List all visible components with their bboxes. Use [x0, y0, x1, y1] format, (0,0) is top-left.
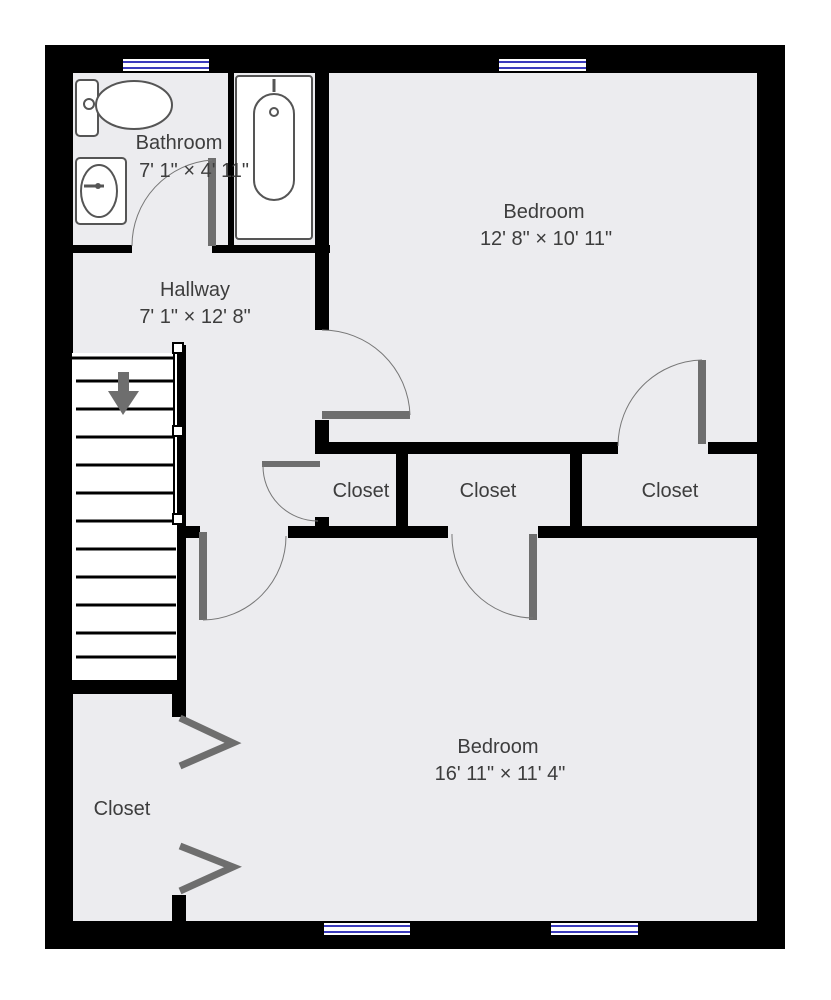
room-labels: Bathroom 7' 1" × 4' 11" Hallway 7' 1" × …: [94, 132, 699, 820]
door-closet-mid: [451, 533, 537, 620]
room-name-bedroom-top: Bedroom: [503, 201, 584, 223]
room-dims-hallway: 7' 1" × 12' 8": [139, 306, 250, 328]
bathtub-icon: [235, 75, 313, 240]
room-name-bathroom: Bathroom: [136, 132, 223, 154]
sink-icon: [75, 157, 127, 225]
door-bedroom-bottom: [199, 532, 287, 621]
room-name-closet-right: Closet: [642, 480, 699, 502]
room-name-closet-left: Closet: [94, 798, 151, 820]
room-name-hallway: Hallway: [160, 279, 230, 301]
door-closet-small: [262, 461, 320, 522]
staircase: [72, 342, 184, 680]
room-name-closet-mid: Closet: [460, 480, 517, 502]
windows: [123, 59, 638, 935]
room-name-bedroom-bottom: Bedroom: [457, 736, 538, 758]
door-closet-right: [617, 359, 706, 447]
room-dims-bedroom-bottom: 16' 11" × 11' 4": [435, 763, 566, 785]
window-bottom-left: [324, 923, 410, 935]
door-bedroom-top: [321, 329, 411, 419]
room-dims-bathroom: 7' 1" × 4' 11": [139, 160, 249, 182]
room-dims-bedroom-top: 12' 8" × 10' 11": [480, 228, 612, 250]
window-top-right: [499, 59, 586, 71]
window-bottom-right: [551, 923, 638, 935]
exterior-walls: [45, 45, 785, 949]
doors: [131, 158, 706, 895]
door-closet-left-bifold: [178, 714, 242, 895]
floor-area: [72, 72, 758, 922]
stairs-down-arrow-icon: [108, 372, 139, 415]
toilet-icon: [75, 79, 173, 137]
window-top-left: [123, 59, 209, 71]
room-name-closet-small: Closet: [333, 480, 390, 502]
door-bathroom: [131, 158, 216, 247]
